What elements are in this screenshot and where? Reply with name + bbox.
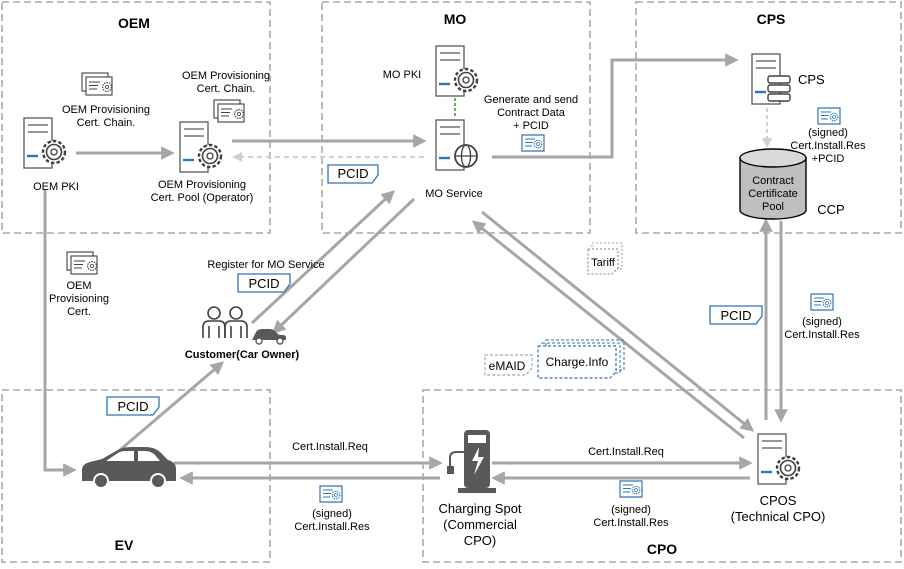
zone-cps bbox=[635, 1, 902, 234]
zone-title-oem: OEM bbox=[118, 15, 150, 31]
oem-prov-cert-line3: Cert. bbox=[67, 306, 91, 318]
oem-pool-server-icon bbox=[178, 120, 223, 174]
cpos-label-line1: CPOS bbox=[760, 493, 797, 508]
mo-service-label: MO Service bbox=[425, 188, 482, 200]
charging-spot-line2: (Commercial bbox=[443, 517, 517, 532]
arrow-pki-to-ev bbox=[43, 190, 77, 477]
zone-title-cpo: CPO bbox=[647, 541, 677, 557]
svg-text:eMAID: eMAID bbox=[489, 359, 526, 373]
oem-chain-left-cert-stack-icon bbox=[81, 72, 113, 96]
cps-signed-line2: Cert.Install.Res bbox=[790, 140, 866, 152]
zone-cpo bbox=[422, 389, 902, 563]
charging-spot-line3: CPO) bbox=[464, 533, 497, 548]
svg-text:PCID: PCID bbox=[720, 308, 751, 323]
mo-pki-label: MO PKI bbox=[383, 69, 422, 81]
svg-text:PCID: PCID bbox=[248, 276, 279, 291]
arrow-cpos-to-mo bbox=[471, 220, 745, 440]
oem-chain-top-line1: OEM Provisioning bbox=[182, 70, 270, 82]
signed-res-left-cert-icon bbox=[319, 485, 343, 503]
pcid-tag-cpos: PCID bbox=[709, 305, 763, 325]
register-mo-label: Register for MO Service bbox=[207, 259, 324, 271]
zone-oem bbox=[1, 1, 271, 234]
signed-res-right-line1: (signed) bbox=[611, 504, 651, 516]
svg-text:Tariff: Tariff bbox=[591, 257, 616, 269]
cps-signed-line1: (signed) bbox=[808, 127, 848, 139]
cps-signed-line3: +PCID bbox=[812, 153, 845, 165]
contract-data-cert-icon bbox=[521, 134, 545, 152]
generate-send-line2: Contract Data bbox=[497, 107, 566, 119]
svg-text:PCID: PCID bbox=[337, 166, 368, 181]
arrow-customer-to-mo bbox=[250, 190, 395, 325]
charging-spot-icon bbox=[447, 430, 496, 493]
generate-send-line3: + PCID bbox=[513, 120, 549, 132]
ccp-signed-line2: Cert.Install.Res bbox=[784, 329, 860, 341]
customer-label: Customer(Car Owner) bbox=[185, 349, 300, 361]
signed-res-right-line2: Cert.Install.Res bbox=[593, 517, 669, 529]
cps-signed-res-cert-icon bbox=[817, 107, 841, 125]
pool-label-line1: Contract bbox=[752, 175, 794, 187]
ev-car-icon bbox=[82, 447, 176, 489]
ccp-signed-line1: (signed) bbox=[802, 316, 842, 328]
cert-req-right-label: Cert.Install.Req bbox=[588, 446, 664, 458]
oem-pki-server-icon bbox=[22, 116, 67, 170]
pool-label-line3: Pool bbox=[762, 201, 784, 213]
zone-title-mo: MO bbox=[444, 11, 467, 27]
ccp-label: CCP bbox=[817, 202, 844, 217]
cps-server-stack-icon bbox=[751, 53, 791, 105]
oem-prov-cert-icon bbox=[66, 251, 98, 275]
signed-res-left-line1: (signed) bbox=[312, 508, 352, 520]
signed-res-left-line2: Cert.Install.Res bbox=[294, 521, 370, 533]
cpos-label-line2: (Technical CPO) bbox=[731, 509, 826, 524]
contract-certificate-pool-cylinder bbox=[739, 148, 807, 220]
cps-server-label: CPS bbox=[798, 72, 825, 87]
oem-chain-top-cert-stack-icon bbox=[213, 99, 245, 123]
cpos-server-icon bbox=[756, 432, 801, 486]
oem-chain-left-line2: Cert. Chain. bbox=[77, 117, 136, 129]
zone-title-cps: CPS bbox=[757, 11, 786, 27]
oem-pki-label: OEM PKI bbox=[33, 181, 79, 193]
arrow-mo-to-customer bbox=[272, 197, 416, 334]
signed-res-right-cert-icon bbox=[619, 480, 643, 498]
pcid-tag-mo-pool: PCID bbox=[327, 164, 379, 184]
cert-req-left-label: Cert.Install.Req bbox=[292, 441, 368, 453]
pool-label-line2: Certificate bbox=[748, 188, 798, 200]
charge-info-tag: Charge.Info bbox=[537, 339, 625, 379]
oem-prov-cert-line2: Provisioning bbox=[49, 293, 109, 305]
charging-spot-line1: Charging Spot bbox=[438, 501, 521, 516]
arrow-ev-to-customer bbox=[119, 361, 225, 452]
pcid-tag-customer: PCID bbox=[237, 273, 291, 293]
mo-pki-server-icon bbox=[434, 44, 479, 98]
oem-pool-label-line2: Cert. Pool (Operator) bbox=[151, 192, 254, 204]
generate-send-line1: Generate and send bbox=[484, 94, 578, 106]
arrow-mo-to-cps bbox=[492, 53, 739, 159]
zone-mo bbox=[321, 1, 591, 234]
oem-chain-top-line2: Cert. Chain. bbox=[197, 83, 256, 95]
customer-people-icon bbox=[202, 306, 248, 338]
oem-pool-label-line1: OEM Provisioning bbox=[158, 179, 246, 191]
customer-car-small-icon bbox=[252, 329, 286, 345]
arrow-mo-to-cpos bbox=[481, 210, 755, 432]
zone-ev bbox=[1, 389, 271, 563]
svg-text:Charge.Info: Charge.Info bbox=[546, 355, 609, 369]
pcid-tag-ev: PCID bbox=[106, 396, 160, 416]
emaid-tag: eMAID bbox=[484, 354, 533, 376]
zone-title-ev: EV bbox=[115, 537, 134, 553]
svg-text:PCID: PCID bbox=[117, 399, 148, 414]
oem-prov-cert-line1: OEM bbox=[66, 280, 91, 292]
mo-service-server-globe-icon bbox=[435, 119, 478, 171]
ccp-signed-res-cert-icon bbox=[810, 293, 834, 311]
tariff-tag: Tariff bbox=[587, 242, 623, 275]
oem-chain-left-line1: OEM Provisioning bbox=[62, 104, 150, 116]
